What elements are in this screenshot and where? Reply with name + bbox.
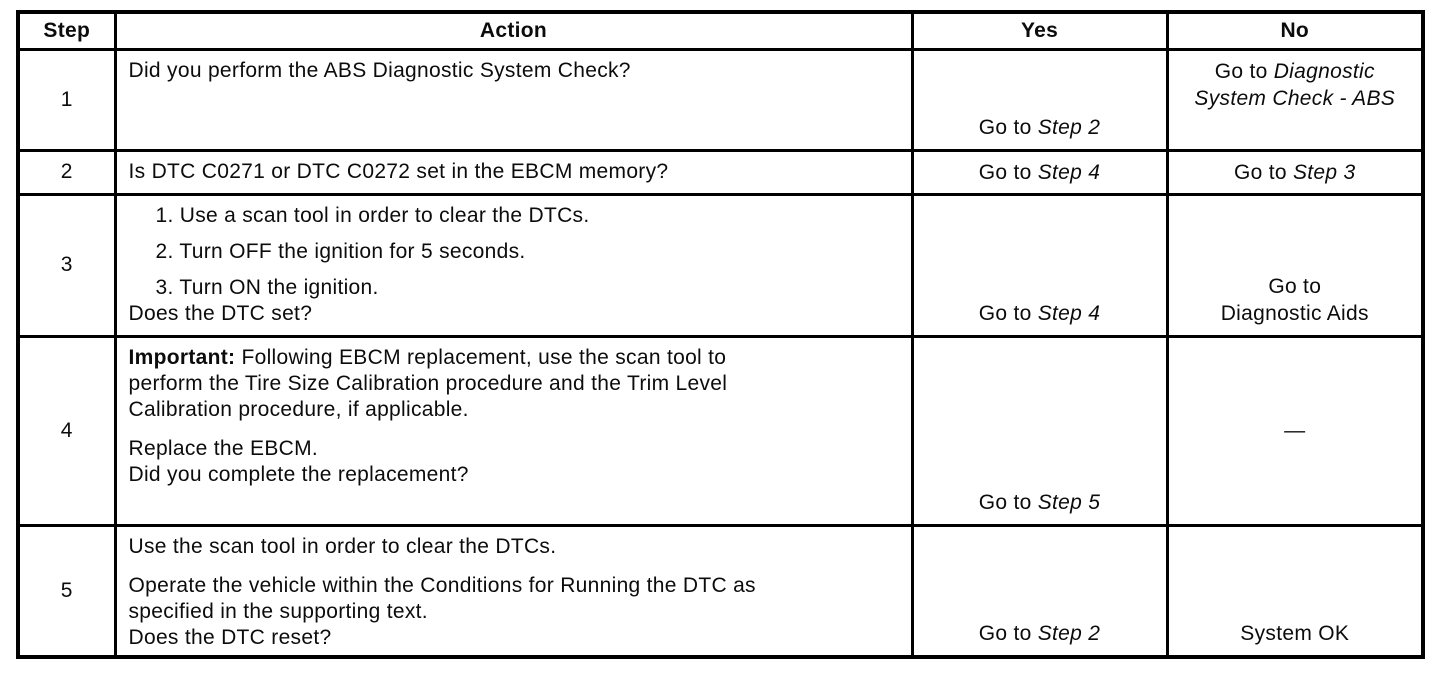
numbered-instruction-list: 1. Use a scan tool in order to clear the… — [129, 203, 899, 301]
action-question: Did you complete the replacement? — [128, 462, 469, 486]
step-reference: Step 2 — [1037, 115, 1101, 139]
step-cell: 5 — [16, 523, 117, 658]
step-cell: 4 — [16, 334, 117, 527]
action-instruction: Use the scan tool in order to clear the … — [128, 534, 557, 558]
step-cell: 1 — [16, 47, 117, 152]
go-to-text: Go to — [978, 301, 1038, 325]
go-to-text: Go to — [978, 621, 1038, 645]
go-to-text: Go to — [978, 115, 1038, 139]
yes-cell: Go to Step 4 — [910, 192, 1169, 338]
no-cell: — — [1165, 334, 1425, 527]
diagnostic-step-table: Step Action Yes No 1 Did you perform the… — [16, 10, 1425, 659]
action-cell: Use the scan tool in order to clear the … — [113, 523, 914, 658]
go-to-text: Go to — [1233, 160, 1293, 184]
action-cell: Important: Following EBCM replacement, u… — [113, 334, 914, 527]
go-to-text: Go to — [978, 490, 1038, 514]
step-reference: Step 2 — [1037, 621, 1101, 645]
col-header-no: No — [1165, 10, 1425, 51]
action-cell: Is DTC C0271 or DTC C0272 set in the EBC… — [113, 148, 914, 196]
action-question: Does the DTC set? — [128, 301, 313, 325]
important-note: Important: Following EBCM replacement, u… — [129, 345, 899, 423]
list-item: 1. Use a scan tool in order to clear the… — [155, 203, 590, 227]
go-to-text: Go to — [1214, 59, 1274, 83]
yes-cell: Go to Step 2 — [910, 47, 1169, 152]
action-cell: 1. Use a scan tool in order to clear the… — [113, 192, 914, 338]
step-row-2: 2 Is DTC C0271 or DTC C0272 set in the E… — [16, 148, 1425, 196]
no-cell: System OK — [1165, 523, 1425, 658]
step-row-3: 3 1. Use a scan tool in order to clear t… — [16, 192, 1425, 338]
no-cell: Go to Diagnostic Aids — [1165, 192, 1425, 338]
yes-cell: Go to Step 4 — [910, 148, 1169, 196]
yes-cell: Go to Step 2 — [910, 523, 1169, 658]
col-header-yes: Yes — [910, 10, 1169, 51]
action-question: Did you perform the ABS Diagnostic Syste… — [128, 58, 631, 82]
step-row-4: 4 Important: Following EBCM replacement,… — [16, 334, 1425, 527]
action-instruction: Operate the vehicle within the Condition… — [128, 573, 756, 623]
action-question: Is DTC C0271 or DTC C0272 set in the EBC… — [128, 159, 669, 183]
yes-cell: Go to Step 5 — [910, 334, 1169, 527]
important-label: Important: — [128, 345, 236, 369]
step-cell: 2 — [16, 148, 117, 196]
step-cell: 3 — [16, 192, 117, 338]
action-instruction: Replace the EBCM. — [128, 436, 319, 460]
no-cell: Go to Step 3 — [1165, 148, 1425, 196]
header-row: Step Action Yes No — [16, 10, 1425, 51]
step-reference: Step 5 — [1037, 490, 1101, 514]
procedure-reference: Diagnostic System Check - ABS — [1194, 59, 1396, 110]
go-to-text: Go to — [978, 160, 1038, 184]
action-question: Does the DTC reset? — [128, 625, 332, 649]
list-item: 2. Turn OFF the ignition for 5 seconds. — [155, 239, 526, 263]
step-reference: Step 4 — [1037, 301, 1101, 325]
action-cell: Did you perform the ABS Diagnostic Syste… — [113, 47, 914, 152]
col-header-action: Action — [113, 10, 914, 51]
step-reference: Step 4 — [1037, 160, 1101, 184]
important-text: Following EBCM replacement, use the scan… — [128, 345, 728, 421]
step-reference: Step 3 — [1292, 160, 1356, 184]
no-cell: Go to Diagnostic System Check - ABS — [1165, 47, 1425, 152]
step-row-1: 1 Did you perform the ABS Diagnostic Sys… — [16, 47, 1425, 152]
step-row-5: 5 Use the scan tool in order to clear th… — [16, 523, 1425, 658]
list-item: 3. Turn ON the ignition. — [155, 275, 379, 299]
col-header-step: Step — [16, 10, 117, 51]
